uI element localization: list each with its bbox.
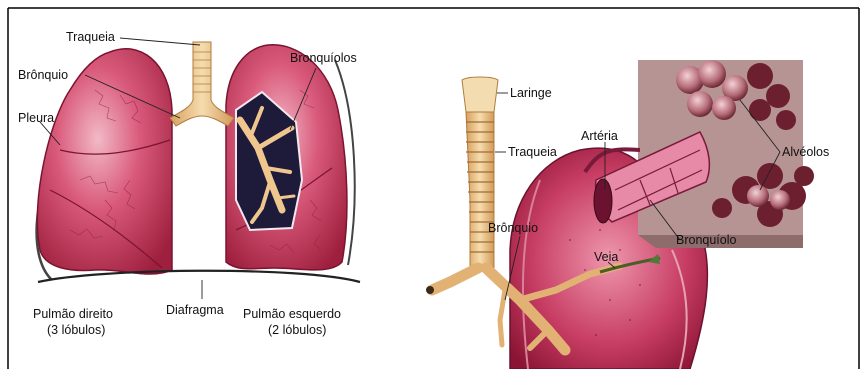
label-left-lung-lobes: (2 lóbulos) (268, 323, 326, 337)
label-larynx: Laringe (510, 86, 552, 100)
label-trachea-right: Traqueia (508, 145, 557, 159)
label-trachea-left: Traqueia (66, 30, 115, 44)
label-bronchioles: Bronquíolos (290, 51, 357, 65)
label-left-lung: Pulmão esquerdo (243, 307, 341, 321)
bronchiole-opening (594, 179, 612, 223)
label-vein: Veia (594, 250, 618, 264)
label-alveoli: Alvéolos (782, 145, 829, 159)
label-bronchiole-right: Bronquíolo (676, 233, 737, 247)
bronchus-tip (426, 286, 434, 294)
trachea-right-shape (466, 112, 494, 270)
label-bronchus-left: Brônquio (18, 68, 68, 82)
label-right-lung-lobes: (3 lóbulos) (47, 323, 105, 337)
larynx-shape (462, 77, 498, 112)
right-lung-shape (37, 49, 172, 274)
label-bronchus-right: Brônquio (488, 221, 538, 235)
label-pleura: Pleura (18, 111, 54, 125)
label-diaphragm: Diafragma (166, 303, 224, 317)
diaphragm-line (38, 271, 360, 282)
label-right-lung: Pulmão direito (33, 307, 113, 321)
label-artery: Artéria (581, 129, 618, 143)
right-respiratory-illustration (426, 60, 814, 369)
